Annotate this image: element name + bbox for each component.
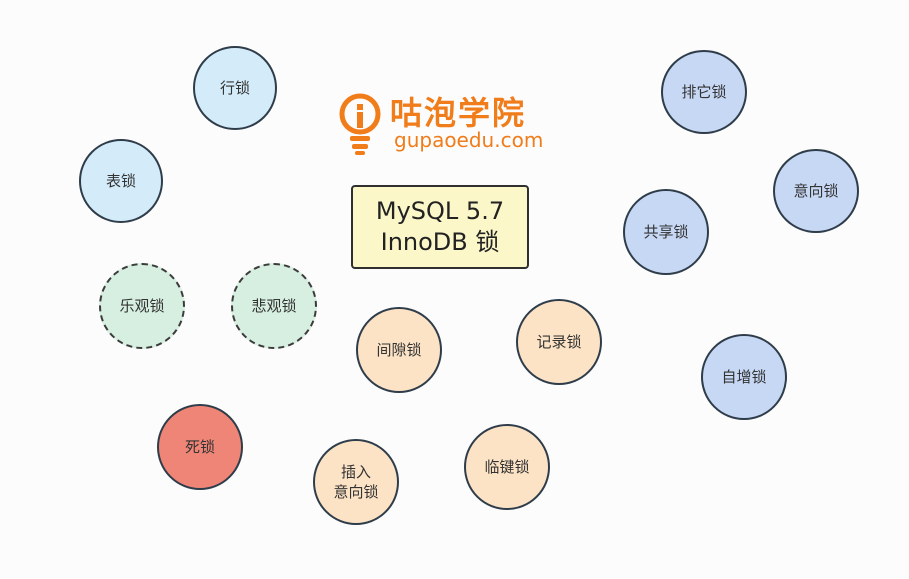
node-auto-inc-lock: 自增锁 — [701, 334, 787, 420]
node-table-lock: 表锁 — [79, 139, 163, 223]
node-label: 临键锁 — [484, 457, 530, 476]
diagram-title-box: MySQL 5.7 InnoDB 锁 — [351, 185, 529, 269]
title-line-1: MySQL 5.7 — [375, 196, 505, 225]
node-next-key-lock: 临键锁 — [464, 424, 550, 510]
node-label-line-2: 意向锁 — [333, 483, 379, 501]
node-label: 表锁 — [105, 171, 136, 190]
watermark — [60, 452, 133, 513]
node-insert-intention-lock: 插入 意向锁 — [313, 439, 399, 525]
node-deadlock: 死锁 — [157, 404, 243, 490]
node-record-lock: 记录锁 — [516, 299, 602, 385]
node-label: 意向锁 — [793, 181, 839, 200]
node-label: 乐观锁 — [119, 296, 165, 315]
node-label: 悲观锁 — [251, 296, 297, 315]
node-pessimistic-lock: 悲观锁 — [231, 263, 317, 349]
node-gap-lock: 间隙锁 — [356, 307, 442, 393]
title-line-2: InnoDB 锁 — [380, 228, 500, 256]
node-shared-lock: 共享锁 — [623, 189, 709, 275]
node-label: 共享锁 — [643, 222, 689, 241]
node-label: 排它锁 — [681, 82, 727, 101]
lightbulb-icon — [339, 93, 381, 155]
node-label: 行锁 — [219, 78, 250, 97]
node-optimistic-lock: 乐观锁 — [99, 263, 185, 349]
node-intention-lock: 意向锁 — [773, 149, 859, 233]
node-label: 自增锁 — [721, 367, 767, 386]
node-label-line-1: 插入 — [340, 462, 371, 481]
brand-logo: 咕泡学院 gupaoedu.com — [338, 88, 568, 158]
node-label: 死锁 — [184, 437, 215, 456]
node-exclusive-lock: 排它锁 — [661, 50, 747, 134]
node-row-lock: 行锁 — [193, 46, 277, 130]
node-label: 间隙锁 — [376, 340, 422, 359]
brand-domain: gupaoedu.com — [394, 128, 544, 152]
node-label: 记录锁 — [536, 332, 582, 351]
brand-name: 咕泡学院 — [390, 94, 527, 132]
